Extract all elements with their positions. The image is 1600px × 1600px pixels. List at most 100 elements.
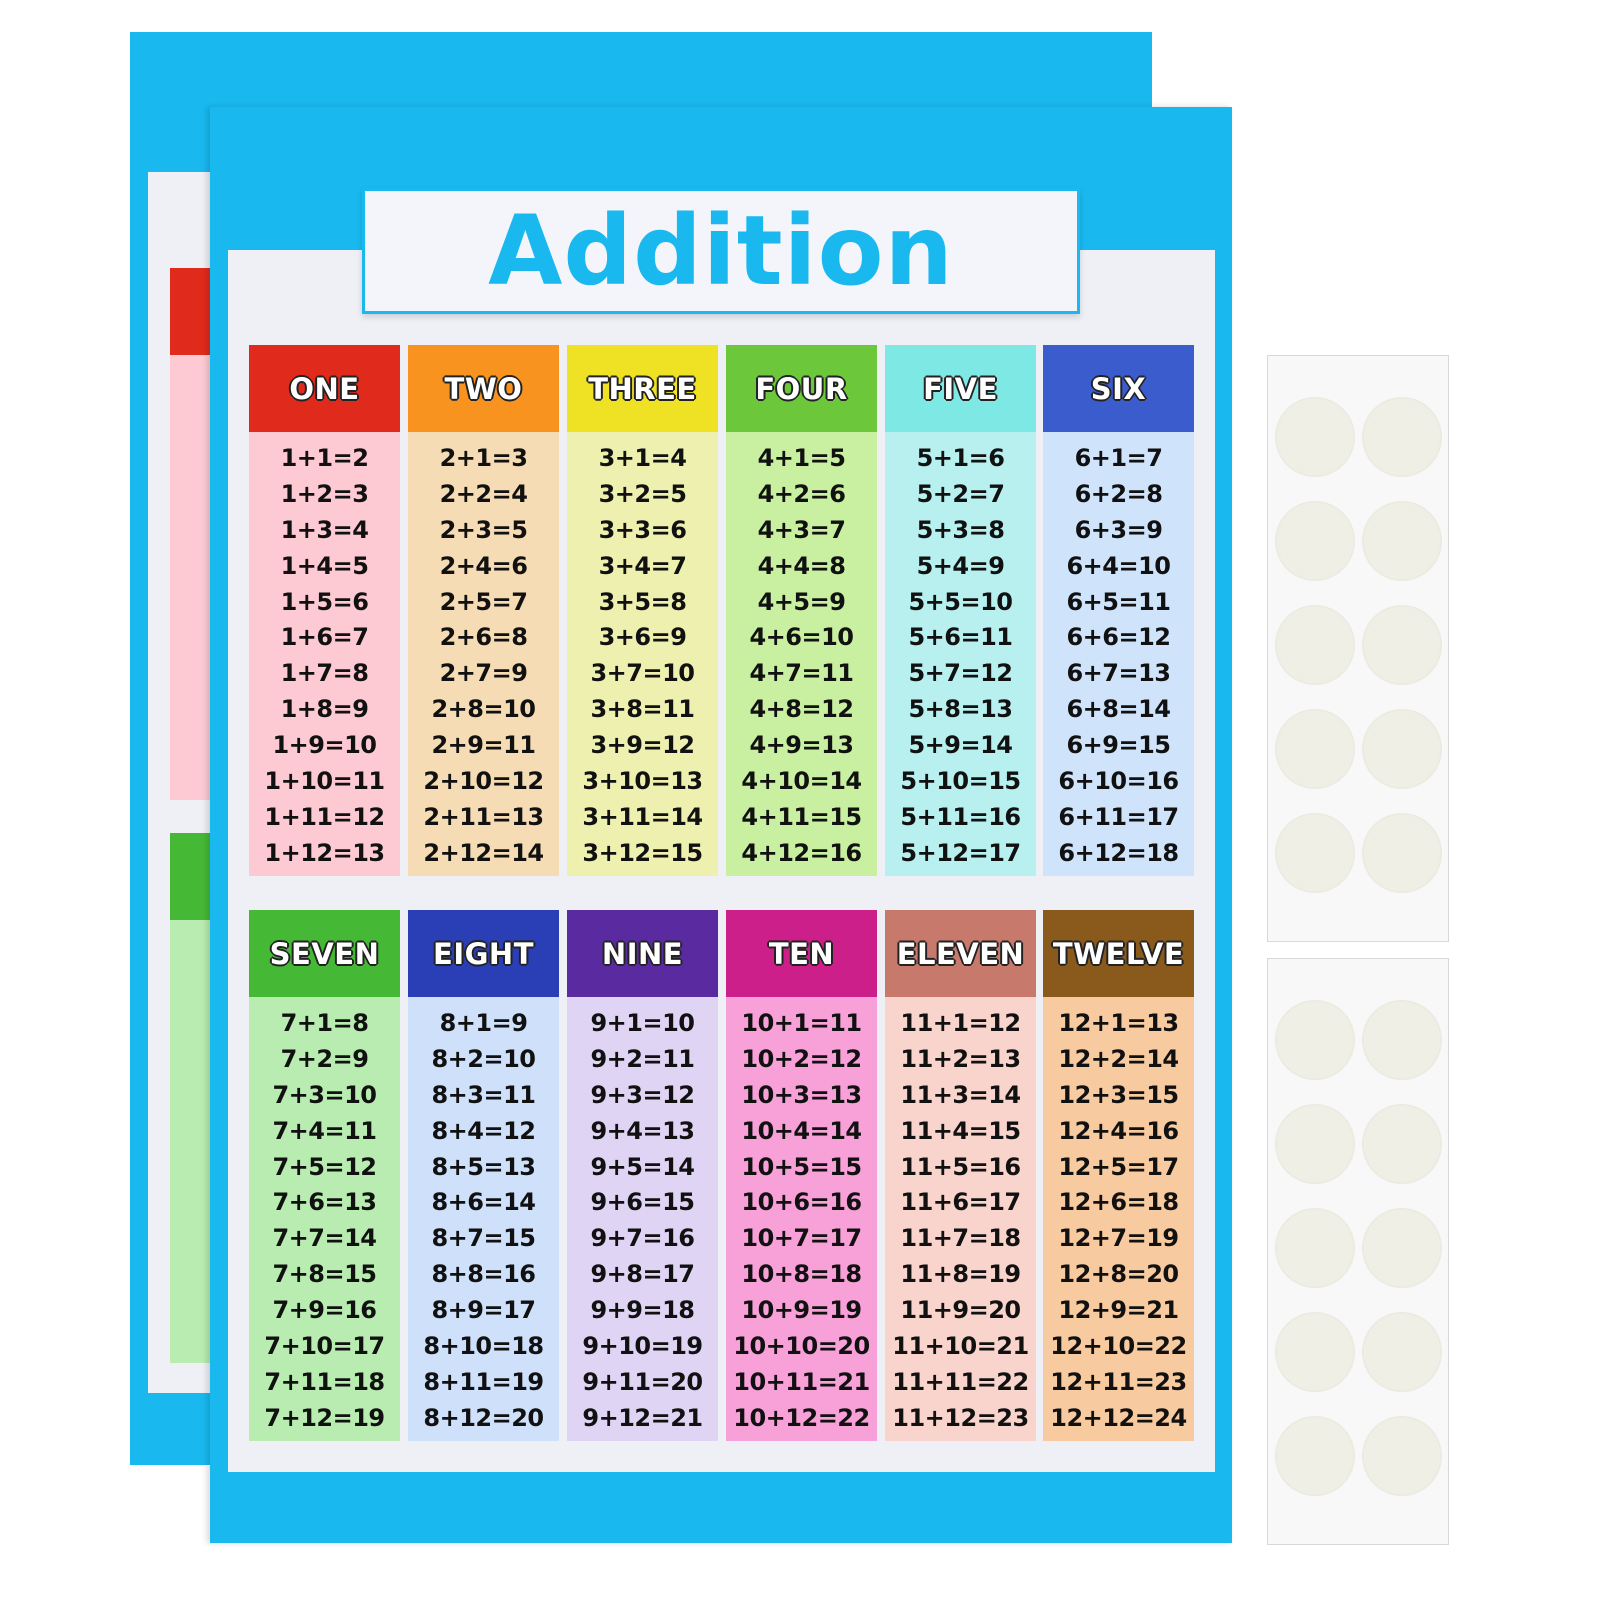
equation: 1+10=11 <box>264 767 385 796</box>
column-header: ELEVEN <box>885 910 1036 997</box>
equation: 10+10=20 <box>733 1332 870 1361</box>
column-header: NINE <box>567 910 718 997</box>
equation: 11+12=23 <box>892 1403 1029 1432</box>
adhesive-dot <box>1362 813 1442 893</box>
equation: 12+5=17 <box>1058 1152 1179 1181</box>
equation: 3+4=7 <box>598 551 687 580</box>
equation: 10+9=19 <box>741 1296 862 1325</box>
equation: 7+4=11 <box>272 1116 377 1145</box>
adhesive-dot <box>1362 1312 1442 1392</box>
equation: 3+9=12 <box>590 731 695 760</box>
column-header: TWO <box>408 345 559 432</box>
equation: 12+9=21 <box>1058 1296 1179 1325</box>
equation: 4+2=6 <box>757 479 846 508</box>
equation: 2+5=7 <box>439 587 528 616</box>
equation: 2+9=11 <box>431 731 536 760</box>
equation: 2+6=8 <box>439 623 528 652</box>
equation: 11+5=16 <box>900 1152 1021 1181</box>
equation: 10+6=16 <box>741 1188 862 1217</box>
equation: 6+12=18 <box>1058 838 1179 867</box>
equation: 12+1=13 <box>1058 1009 1179 1037</box>
adhesive-dot <box>1275 1000 1355 1080</box>
equation: 7+5=12 <box>272 1152 377 1181</box>
equation: 12+8=20 <box>1058 1260 1179 1289</box>
equation: 12+11=23 <box>1050 1367 1187 1396</box>
equation: 9+1=10 <box>590 1009 695 1037</box>
adhesive-dot <box>1275 501 1355 581</box>
equation: 9+6=15 <box>590 1188 695 1217</box>
equation: 12+3=15 <box>1058 1080 1179 1109</box>
equation: 12+6=18 <box>1058 1188 1179 1217</box>
equation: 8+1=9 <box>439 1009 528 1037</box>
equation: 6+6=12 <box>1066 623 1171 652</box>
equation: 11+9=20 <box>900 1296 1021 1325</box>
equation: 5+3=8 <box>916 515 1005 544</box>
equation: 5+9=14 <box>908 731 1013 760</box>
equation: 1+3=4 <box>280 515 369 544</box>
column-header: SEVEN <box>249 910 400 997</box>
equation: 10+8=18 <box>741 1260 862 1289</box>
equation: 4+9=13 <box>749 731 854 760</box>
equation: 12+4=16 <box>1058 1116 1179 1145</box>
equation: 8+12=20 <box>423 1403 544 1432</box>
equation: 11+7=18 <box>900 1224 1021 1253</box>
equation: 12+12=24 <box>1050 1403 1187 1432</box>
adhesive-dot <box>1275 709 1355 789</box>
equation: 8+2=10 <box>431 1044 536 1073</box>
equation: 1+2=3 <box>280 479 369 508</box>
equation: 3+7=10 <box>590 659 695 688</box>
equation: 9+10=19 <box>582 1332 703 1361</box>
equation: 8+10=18 <box>423 1332 544 1361</box>
equation: 7+10=17 <box>264 1332 385 1361</box>
equation: 1+9=10 <box>272 731 377 760</box>
equation: 11+4=15 <box>900 1116 1021 1145</box>
equation: 3+1=4 <box>598 444 687 472</box>
equation: 3+10=13 <box>582 767 703 796</box>
equation: 1+11=12 <box>264 802 385 831</box>
equation: 9+5=14 <box>590 1152 695 1181</box>
adhesive-dot <box>1362 1000 1442 1080</box>
equation: 6+4=10 <box>1066 551 1171 580</box>
equation: 10+4=14 <box>741 1116 862 1145</box>
page-title: Addition <box>488 195 954 307</box>
equation: 12+2=14 <box>1058 1044 1179 1073</box>
equation: 6+9=15 <box>1066 731 1171 760</box>
adhesive-dot <box>1275 1416 1355 1496</box>
equation: 10+12=22 <box>733 1403 870 1432</box>
equation: 11+11=22 <box>892 1367 1029 1396</box>
equation: 1+4=5 <box>280 551 369 580</box>
equation: 11+10=21 <box>892 1332 1029 1361</box>
equation: 7+2=9 <box>280 1044 369 1073</box>
adhesive-dot <box>1362 501 1442 581</box>
equation: 2+2=4 <box>439 479 528 508</box>
equation: 12+10=22 <box>1050 1332 1187 1361</box>
equation: 4+6=10 <box>749 623 854 652</box>
equation: 9+3=12 <box>590 1080 695 1109</box>
column-header: ONE <box>249 345 400 432</box>
equation: 4+12=16 <box>741 838 862 867</box>
equation: 5+12=17 <box>900 838 1021 867</box>
equation: 8+11=19 <box>423 1367 544 1396</box>
equation: 11+1=12 <box>900 1009 1021 1037</box>
equation: 10+11=21 <box>733 1367 870 1396</box>
equation: 7+6=13 <box>272 1188 377 1217</box>
adhesive-dot <box>1275 1208 1355 1288</box>
equation: 4+11=15 <box>741 802 862 831</box>
equation: 11+8=19 <box>900 1260 1021 1289</box>
equation: 6+1=7 <box>1074 444 1163 472</box>
equation: 10+2=12 <box>741 1044 862 1073</box>
equation: 9+2=11 <box>590 1044 695 1073</box>
equation: 5+2=7 <box>916 479 1005 508</box>
